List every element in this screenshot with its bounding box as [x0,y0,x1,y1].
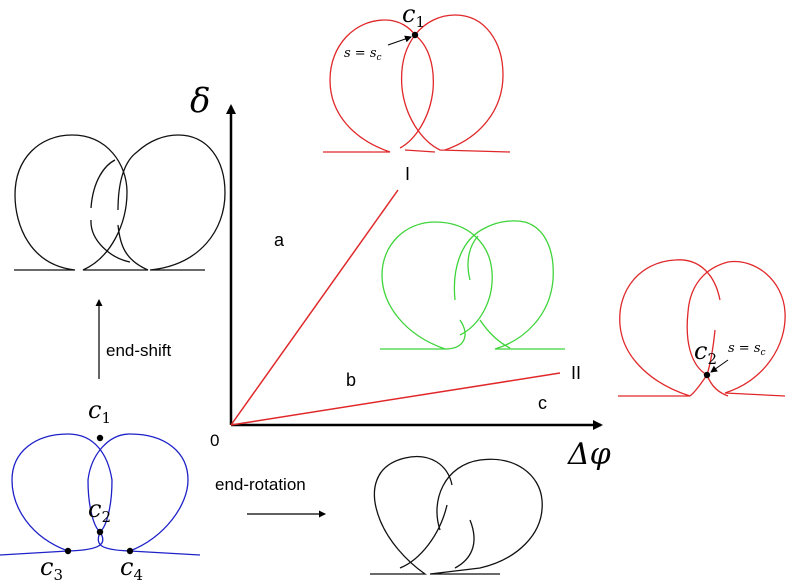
contact-label-c2: c2 [88,495,111,526]
contact-point-c3 [64,547,72,555]
contact-label-c1-red: c1 [402,0,425,31]
line-II-label: II [571,363,581,383]
s-eq-sc-right: s = sc [728,341,766,358]
contact-point-c2-red [703,371,711,379]
s-eq-sc-top: s = sc [344,46,382,63]
contact-point-c1 [96,434,104,442]
end-shift-label: end-shift [106,341,171,360]
end-rotation-label: end-rotation [215,475,306,494]
x-axis-label: Δφ [567,437,611,472]
line-I-label: I [405,164,410,184]
contact-point-c1-red [411,31,419,39]
contact-label-c4: c4 [120,553,143,580]
region-c-label: c [538,393,547,413]
region-a-label: a [274,230,285,250]
knot-red-line-II [618,259,786,397]
s-sc-pointer-top [387,35,412,46]
knot-end-rotation-result [370,456,543,575]
y-axis-label: δ [190,81,210,121]
knot-red-line-I [323,14,511,153]
origin-label: 0 [210,431,219,450]
boundary-line-I [230,189,399,426]
contact-label-c2-red: c2 [694,337,717,368]
s-sc-pointer-right [710,359,729,373]
contact-label-c3: c3 [40,553,63,580]
contact-point-c2 [96,528,104,536]
region-b-label: b [346,370,356,390]
contact-points [64,434,134,555]
contact-label-c1: c1 [88,396,111,427]
contact-point-c4 [126,547,134,555]
boundary-line-II [230,372,561,426]
knot-end-shift-result [14,134,226,271]
knot-green-region-b [380,220,565,350]
